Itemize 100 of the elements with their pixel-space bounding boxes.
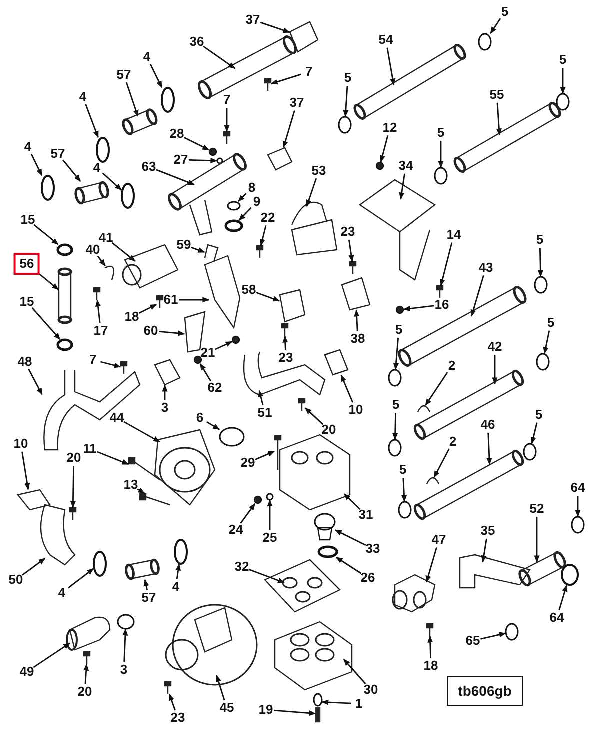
- leader-line: [348, 240, 354, 262]
- callout-number: 11: [83, 442, 97, 456]
- leader-line: [214, 341, 233, 350]
- bolt: [164, 681, 172, 694]
- callout-number: 7: [223, 93, 231, 107]
- pump-housing: [154, 429, 216, 506]
- leader-line: [343, 86, 349, 118]
- o-ring: [388, 369, 402, 387]
- hose: [40, 504, 76, 566]
- bolt: [426, 623, 434, 636]
- callout-number: 57: [142, 591, 156, 605]
- leader-line: [238, 193, 247, 202]
- leader-line: [490, 18, 502, 34]
- hose-clamp: [174, 539, 188, 565]
- leader-line: [97, 451, 130, 466]
- leader-line: [438, 141, 444, 168]
- callout-number: 63: [142, 160, 156, 174]
- callout-number: 14: [446, 228, 462, 242]
- callout-number: 47: [432, 533, 446, 547]
- callout-number: 22: [260, 211, 276, 225]
- reference-code: tb606gb: [447, 676, 523, 706]
- leader-line: [102, 172, 122, 191]
- leader-line: [426, 547, 438, 583]
- leader-line: [492, 355, 498, 385]
- collar: [56, 244, 74, 256]
- highlighted-callout-number: 56: [14, 253, 40, 275]
- callout-number: 25: [262, 531, 278, 545]
- leader-line: [344, 494, 361, 510]
- hose-sleeve: [125, 558, 160, 580]
- leader-line: [200, 363, 212, 382]
- leader-line: [30, 154, 43, 176]
- leader-line: [496, 102, 502, 136]
- hose: [243, 352, 326, 396]
- nut: [194, 356, 202, 364]
- leader-line: [176, 564, 182, 580]
- leader-line: [138, 304, 158, 314]
- leader-line: [393, 338, 400, 370]
- callout-number: 5: [344, 71, 352, 85]
- cap: [224, 220, 244, 232]
- callout-number: 57: [116, 68, 132, 82]
- leader-line: [124, 421, 160, 443]
- callout-number: 27: [174, 153, 188, 167]
- callout-number: 5: [395, 323, 403, 337]
- leader-line: [480, 632, 506, 640]
- callout-number: 50: [8, 573, 24, 587]
- bolt: [298, 398, 306, 411]
- callout-number: 60: [144, 324, 158, 338]
- o-ring: [536, 353, 550, 371]
- callout-number: 40: [86, 243, 100, 257]
- callout-number: 37: [246, 13, 260, 27]
- leader-line: [137, 488, 146, 494]
- pipe: [168, 153, 247, 236]
- leader-line: [258, 390, 264, 406]
- leader-line: [282, 110, 296, 148]
- leader-line: [392, 412, 398, 440]
- callout-number: 5: [547, 316, 555, 330]
- callout-number: 2: [449, 435, 457, 449]
- callout-number: 5: [501, 5, 509, 19]
- callout-number: 20: [322, 423, 336, 437]
- callout-number: 5: [559, 53, 567, 67]
- callout-number: 32: [234, 560, 250, 574]
- callout-number: 3: [120, 663, 128, 677]
- leader-line: [428, 636, 434, 658]
- elbow-housing: [518, 551, 566, 587]
- callout-number: 16: [434, 298, 450, 312]
- callout-number: 4: [79, 90, 87, 104]
- collar: [56, 338, 74, 352]
- callout-number: 4: [24, 140, 32, 154]
- leader-line: [34, 224, 59, 246]
- callout-number: 42: [488, 340, 502, 354]
- callout-number: 37: [290, 96, 304, 110]
- leader-line: [334, 530, 366, 546]
- callout-number: 54: [378, 33, 394, 47]
- callout-number: 12: [382, 121, 398, 135]
- leader-line: [282, 336, 288, 350]
- manifold-block: [279, 434, 351, 511]
- washer: [266, 493, 274, 501]
- callout-number: 34: [398, 159, 414, 173]
- hose-sleeve: [74, 181, 110, 205]
- o-ring: [561, 564, 579, 586]
- bolt: [128, 457, 160, 480]
- callout-number: 5: [437, 126, 445, 140]
- callout-number: 38: [350, 332, 366, 346]
- callout-number: 51: [258, 406, 272, 420]
- leader-line: [399, 174, 406, 200]
- callout-number: 3: [161, 401, 169, 415]
- callout-number: 7: [89, 353, 97, 367]
- bolt: [83, 651, 91, 664]
- leader-line: [97, 256, 106, 267]
- tube: [58, 268, 72, 324]
- leader-line: [380, 136, 389, 163]
- leader-line: [270, 74, 302, 85]
- leader-line: [304, 408, 324, 426]
- callout-number: 36: [190, 35, 204, 49]
- leader-line: [238, 207, 252, 222]
- leader-line: [255, 450, 276, 460]
- leader-line: [386, 48, 396, 86]
- callout-number: 43: [478, 261, 494, 275]
- leader-line: [70, 466, 76, 508]
- hose-clamp: [93, 551, 107, 577]
